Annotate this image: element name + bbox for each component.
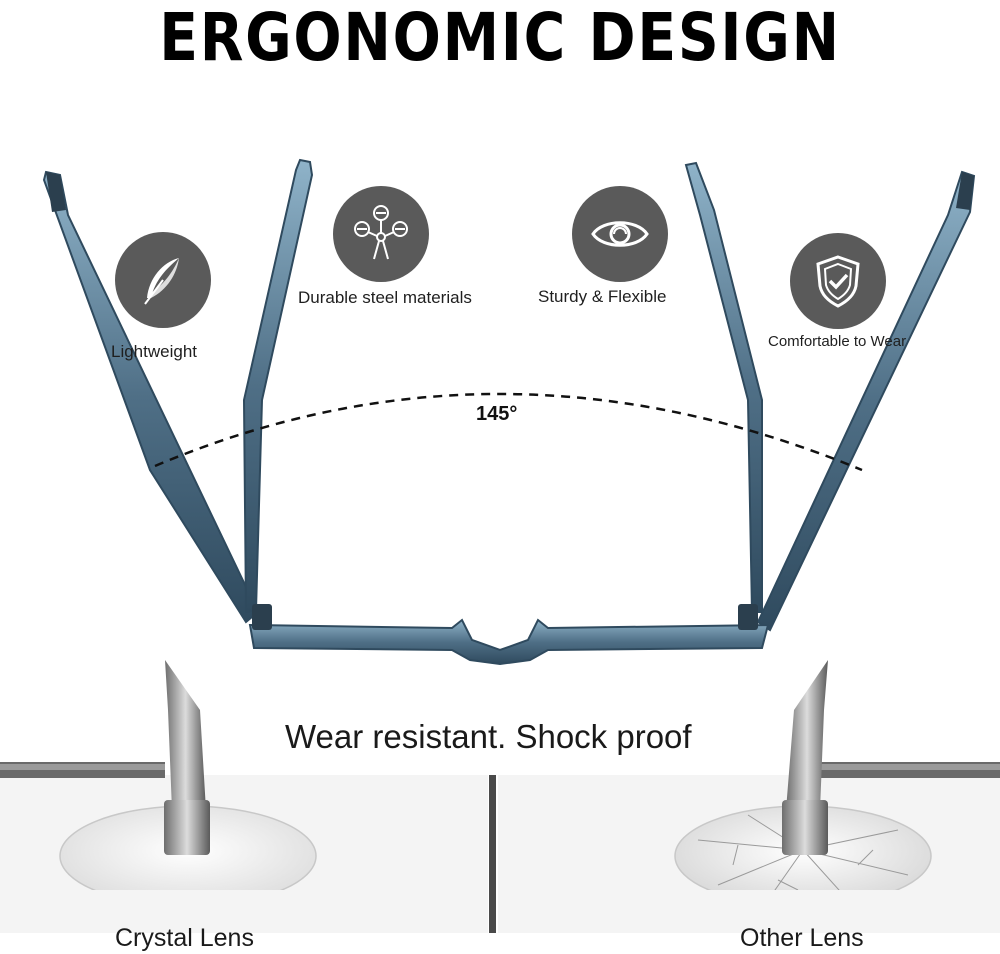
molecule-icon [354,205,408,260]
feature-comfortable [790,233,886,329]
page-title: ERGONOMIC DESIGN [159,0,841,76]
eye-icon [591,221,649,247]
crystal-lens-illustration [0,660,317,890]
feature-lightweight [115,232,211,328]
feature-label: Durable steel materials [298,288,472,307]
glasses-illustration [42,158,976,666]
angle-label: 145° [476,403,518,425]
shield-check-icon [816,255,860,308]
feature-sturdy [572,186,668,282]
feature-label: Lightweight [111,342,198,361]
feather-icon [144,258,179,305]
other-lens-label: Other Lens [740,924,864,952]
feature-durable [333,186,429,282]
tagline: Wear resistant. Shock proof [285,718,692,755]
crystal-lens-label: Crystal Lens [115,924,254,952]
angle-arc [154,392,863,472]
feature-label: Comfortable to Wear [768,333,907,350]
other-lens-illustration [674,660,1000,890]
feature-label: Sturdy & Flexible [538,287,667,306]
panel-divider [489,775,496,933]
